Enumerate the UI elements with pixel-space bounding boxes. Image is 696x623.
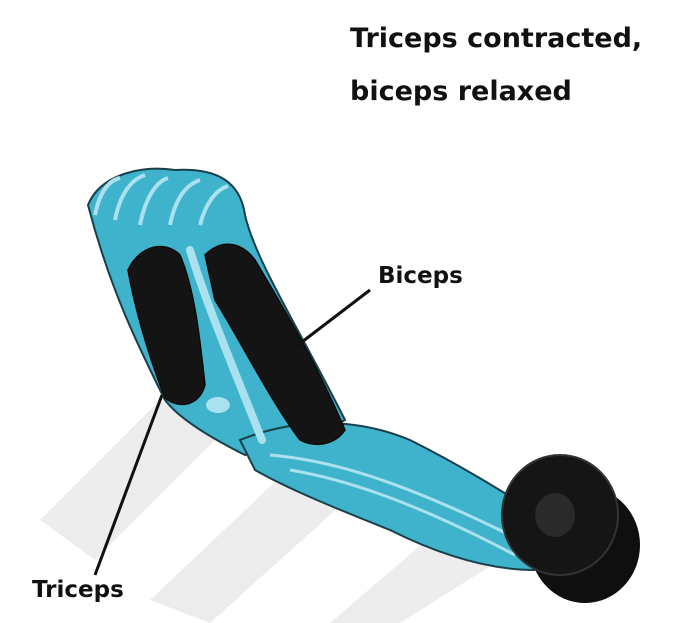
triceps-label: Triceps	[32, 577, 124, 603]
dumbbell-hub	[535, 493, 575, 537]
biceps-label: Biceps	[378, 263, 463, 289]
watermark-band-1	[40, 400, 215, 560]
biceps-leader-line	[298, 290, 370, 345]
dumbbell	[502, 455, 640, 603]
elbow-joint	[206, 397, 230, 413]
